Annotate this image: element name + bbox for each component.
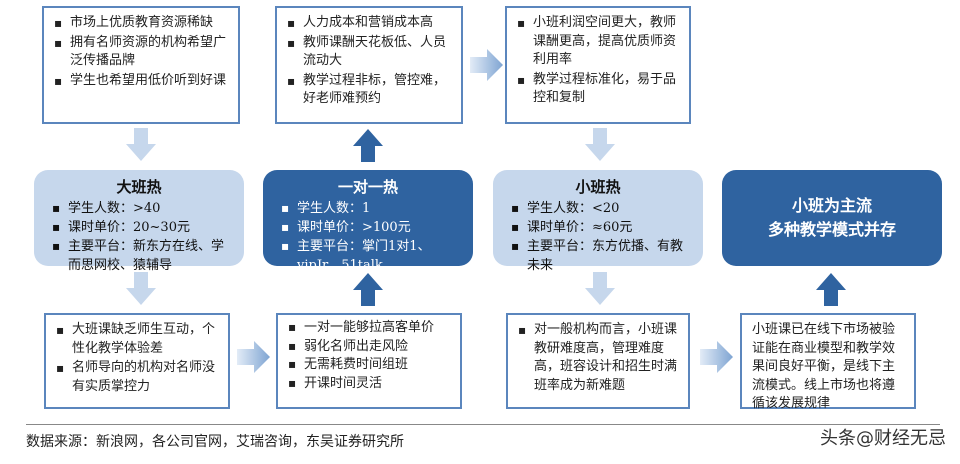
bottom-box-3: 对一般机构而言，小班课教研难度高，管理难度高，班容设计和招生时满班率成为新难题 (506, 313, 690, 409)
mid-block-title: 小班热 (575, 178, 621, 196)
top-box-1: 市场上优质教育资源稀缺 拥有名师资源的机构希望广泛传播品牌 学生也希望用低价听到… (42, 6, 240, 124)
right-arrow-icon (470, 49, 503, 81)
bottom-box-2: 一对一能够拉高客单价 弱化名师出走风险 无需耗费时间组班 开课时间灵活 (276, 313, 462, 409)
top-box-1-item: 市场上优质教育资源稀缺 (52, 14, 230, 33)
top-box-1-item: 拥有名师资源的机构希望广泛传播品牌 (52, 34, 230, 71)
mid-block-one-on-one: 一对一热 学生人数：1 课时单价：>100元 主要平台：掌门1对1、vipJr、… (263, 170, 473, 273)
bottom-box-1-item: 大班课缺乏师生互动，个性化教学体验差 (54, 321, 220, 358)
footer-divider (26, 424, 940, 425)
right-arrow-icon (237, 341, 270, 373)
bottom-box-1: 大班课缺乏师生互动，个性化教学体验差 名师导向的机构对名师没有实质掌控力 (44, 313, 230, 409)
bottom-box-2-item: 无需耗费时间组班 (286, 356, 452, 374)
mid-block-item: 主要平台：东方优播、有教未来 (509, 237, 687, 275)
mid-block-item: 学生人数：<20 (509, 199, 687, 218)
top-box-2-item: 人力成本和营销成本高 (285, 14, 453, 33)
down-arrow-icon (126, 128, 156, 161)
up-arrow-icon (353, 129, 383, 162)
mid-block-item: 主要平台：掌门1对1、vipJr、51talk (279, 237, 457, 275)
mid-block-item: 主要平台：新东方在线、学而思网校、猿辅导 (50, 237, 228, 275)
mid-block-item: 课时单价：≈60元 (509, 218, 687, 237)
top-box-2-item: 教学过程非标，管控难，好老师难预约 (285, 72, 453, 109)
mid-block-item: 课时单价：20~30元 (50, 218, 228, 237)
data-source-note: 数据来源：新浪网，各公司官网，艾瑞咨询，东吴证券研究所 (26, 434, 404, 450)
top-box-3-item: 小班利润空间更大，教师课酬更高，提高优质师资利用率 (515, 14, 681, 70)
right-arrow-icon (700, 341, 733, 373)
mid-block-large-class: 大班热 学生人数：>40 课时单价：20~30元 主要平台：新东方在线、学而思网… (34, 170, 244, 273)
final-conclusion-block: 小班为主流 多种教学模式并存 (722, 170, 942, 266)
bottom-box-2-item: 弱化名师出走风险 (286, 338, 452, 356)
bottom-box-2-item: 开课时间灵活 (286, 375, 452, 393)
mid-block-title: 大班热 (116, 178, 162, 196)
bottom-box-1-item: 名师导向的机构对名师没有实质掌控力 (54, 359, 220, 396)
mid-block-item: 学生人数：>40 (50, 199, 228, 218)
mid-block-item: 学生人数：1 (279, 199, 457, 218)
top-box-2-item: 教师课酬天花板低、人员流动大 (285, 34, 453, 71)
top-box-3: 小班利润空间更大，教师课酬更高，提高优质师资利用率 教学过程标准化，易于品控和复… (505, 6, 691, 124)
top-box-2: 人力成本和营销成本高 教师课酬天花板低、人员流动大 教学过程非标，管控难，好老师… (275, 6, 463, 124)
final-line-1: 小班为主流 (791, 196, 872, 215)
final-line-2: 多种教学模式并存 (767, 220, 896, 239)
watermark-text: 头条@财经无忌 (820, 428, 946, 449)
bottom-box-3-item: 对一般机构而言，小班课教研难度高，管理难度高，班容设计和招生时满班率成为新难题 (516, 321, 680, 395)
down-arrow-icon (585, 128, 615, 161)
bottom-box-4-text: 小班课已在线下市场被验证能在商业模型和教学效果间良好平衡，是线下主流模式。线上市… (752, 322, 896, 411)
watermark: 头条@财经无忌 (820, 424, 946, 450)
mid-block-item: 课时单价：>100元 (279, 218, 457, 237)
up-arrow-icon (353, 273, 383, 306)
down-arrow-icon (585, 272, 615, 305)
down-arrow-icon (126, 272, 156, 305)
mid-block-small-class: 小班热 学生人数：<20 课时单价：≈60元 主要平台：东方优播、有教未来 (493, 170, 703, 273)
mid-block-title: 一对一热 (337, 178, 398, 196)
up-arrow-icon (816, 273, 846, 306)
top-box-1-item: 学生也希望用低价听到好课 (52, 72, 230, 91)
bottom-box-2-item: 一对一能够拉高客单价 (286, 319, 452, 337)
bottom-box-4: 小班课已在线下市场被验证能在商业模型和教学效果间良好平衡，是线下主流模式。线上市… (740, 313, 916, 411)
top-box-3-item: 教学过程标准化，易于品控和复制 (515, 71, 681, 108)
